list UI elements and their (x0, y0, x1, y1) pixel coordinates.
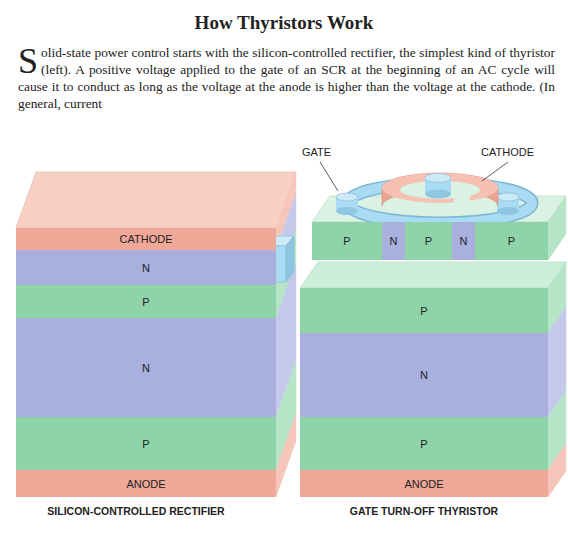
part-label: CATHODE (481, 146, 534, 158)
semiconductor-layer: P (312, 222, 382, 260)
layer-label: P (343, 235, 350, 247)
layer-label: P (142, 438, 149, 450)
layer-label: N (390, 235, 398, 247)
figure-caption: SILICON-CONTROLLED RECTIFIER (0, 505, 272, 517)
gto-centre-gate (425, 174, 451, 199)
layer-label: N (460, 235, 468, 247)
layer-label: CATHODE (120, 233, 173, 245)
semiconductor-layer: P (16, 417, 276, 470)
layer-label: P (425, 235, 432, 247)
layer-label: P (142, 296, 149, 308)
gate-leader-line (320, 162, 338, 191)
figure-caption: GATE TURN-OFF THYRISTOR (290, 505, 558, 517)
semiconductor-layer: P (300, 417, 548, 470)
gto-lower-top-face (300, 262, 566, 288)
title: How Thyristors Work (0, 12, 568, 34)
scr-top-face (16, 172, 296, 228)
semiconductor-layer: CATHODE (16, 228, 276, 250)
semiconductor-layer: N (300, 333, 548, 417)
layer-label: ANODE (404, 478, 443, 490)
layer-label: N (420, 369, 428, 381)
semiconductor-layer: N (16, 250, 276, 285)
semiconductor-layer: N (452, 222, 475, 260)
body-text: Solid-state power control starts with th… (18, 44, 555, 112)
layer-label: N (142, 362, 150, 374)
semiconductor-layer: P (300, 288, 548, 333)
part-label: GATE (302, 146, 331, 158)
side-face (548, 444, 566, 497)
layer-label: P (508, 235, 515, 247)
layer-label: N (142, 262, 150, 274)
semiconductor-layer: ANODE (300, 470, 548, 497)
cathode-leader-line (482, 162, 508, 181)
semiconductor-layer: P (475, 222, 548, 260)
semiconductor-layer: N (16, 318, 276, 417)
semiconductor-layer: P (16, 285, 276, 318)
semiconductor-layer: P (405, 222, 452, 260)
side-face (276, 414, 296, 497)
semiconductor-layer: N (382, 222, 405, 260)
semiconductor-layer: ANODE (16, 470, 276, 497)
side-faces (276, 172, 566, 497)
layer-label: ANODE (126, 478, 165, 490)
layer-label: P (420, 305, 427, 317)
layer-label: P (420, 438, 427, 450)
gto-cathode-ring (382, 173, 498, 206)
